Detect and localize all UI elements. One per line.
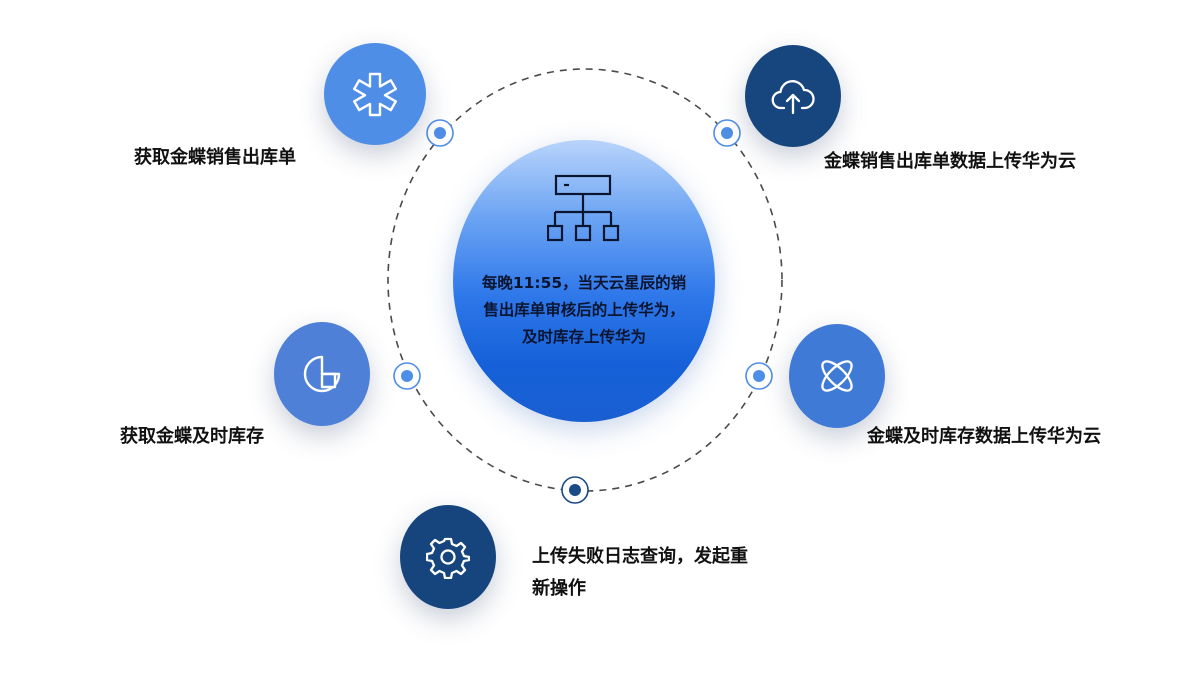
connector-dot-upload-sales [713,119,741,147]
node-failure-log[interactable] [400,505,496,609]
center-circle: 每晚11:55，当天云星辰的销 售出库单审核后的上传华为， 及时库存上传华为 [453,140,715,422]
connector-dot-upload-inventory [745,362,773,390]
connector-dot-fetch-inventory [393,362,421,390]
node-fetch-inventory[interactable] [274,322,370,426]
connector-dot-failure-log [561,476,589,504]
node-upload-inventory[interactable] [789,324,885,428]
label-upload-sales: 金蝶销售出库单数据上传华为云 [824,151,1076,172]
node-upload-sales[interactable] [745,45,841,147]
label-failure-log: 上传失败日志查询，发起重 新操作 [532,546,748,599]
atom-icon [821,360,853,392]
connector-dot-fetch-sales [426,119,454,147]
asterisk-icon [353,72,397,117]
node-fetch-sales[interactable] [324,43,426,145]
center-description: 每晚11:55，当天云星辰的销 售出库单审核后的上传华为， 及时库存上传华为 [481,274,687,346]
network-hierarchy-icon [547,174,620,242]
label-fetch-sales: 获取金蝶销售出库单 [134,147,296,168]
gear-icon [426,537,470,579]
chart-shape-icon [303,355,341,393]
label-upload-inventory: 金蝶及时库存数据上传华为云 [867,426,1101,447]
label-fetch-inventory: 获取金蝶及时库存 [120,426,264,447]
cloud-upload-icon [771,80,815,115]
